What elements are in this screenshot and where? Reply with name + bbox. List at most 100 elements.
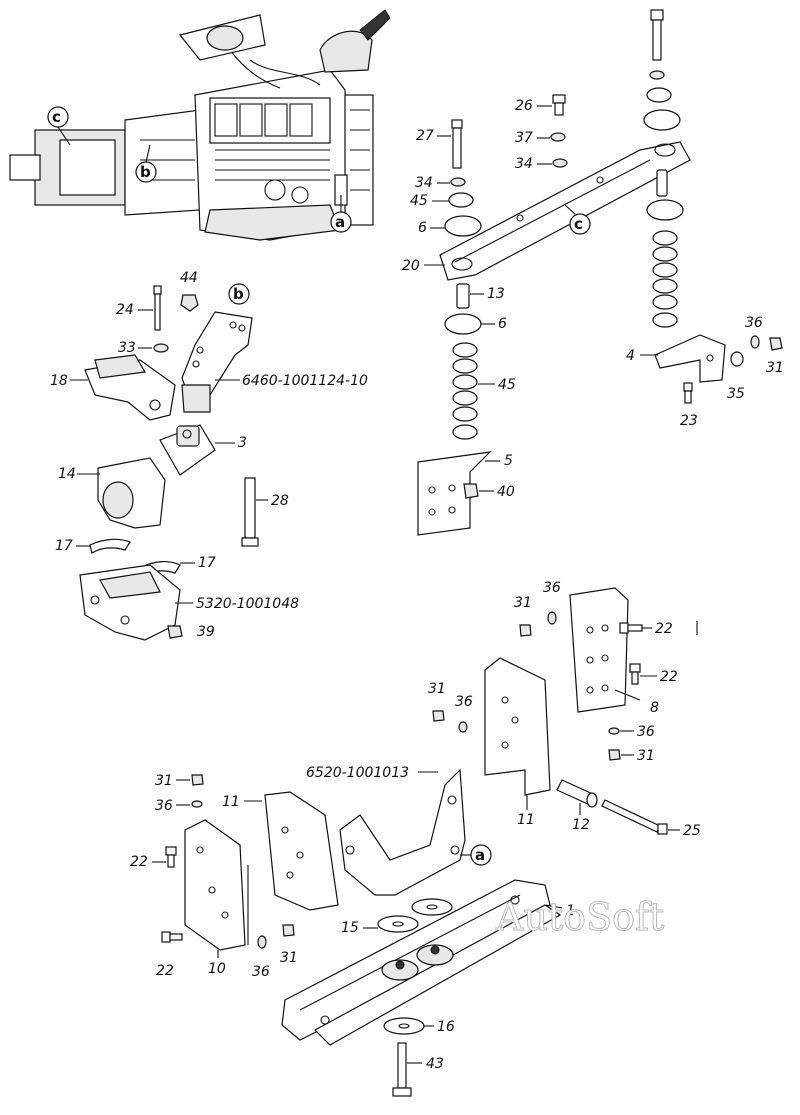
- cushion-6-top: 6: [418, 215, 482, 237]
- svg-text:6: 6: [418, 220, 427, 236]
- washer-37: 37: [515, 130, 566, 146]
- sleeve-12: 12: [556, 779, 598, 833]
- bolt-22-lower: 22: [629, 663, 678, 685]
- bracket-11-right: 11: [484, 657, 551, 828]
- bolt-22-upper: 22: [619, 621, 698, 637]
- svg-text:36: 36: [745, 315, 763, 331]
- bracket-5320: 5320-1001048: [79, 564, 299, 641]
- svg-text:31: 31: [766, 360, 784, 376]
- bolt-28: 28: [241, 477, 289, 547]
- svg-text:25: 25: [683, 823, 701, 839]
- svg-text:15: 15: [341, 920, 359, 936]
- callout-a-bracket: a: [460, 844, 492, 866]
- bracket-10: 10: [184, 819, 249, 977]
- svg-text:31: 31: [155, 773, 173, 789]
- bracket-8: 8: [569, 587, 659, 716]
- svg-text:23: 23: [680, 413, 698, 429]
- bolt-22-left-lower: 22: [156, 931, 183, 979]
- sleeve-13: 13: [456, 283, 505, 309]
- bolt-22-left-upper: 22: [130, 846, 177, 870]
- svg-text:1: 1: [566, 903, 575, 919]
- svg-text:6460-1001124-10: 6460-1001124-10: [242, 373, 368, 389]
- svg-text:13: 13: [487, 286, 505, 302]
- svg-text:20: 20: [402, 258, 420, 274]
- svg-text:12: 12: [572, 817, 590, 833]
- svg-text:10: 10: [208, 961, 226, 977]
- svg-text:36: 36: [637, 724, 655, 740]
- cushion-6-mid: 6: [444, 313, 507, 335]
- bracket-5: 5: [417, 451, 513, 536]
- washer-36-topright: 36: [745, 315, 763, 349]
- svg-text:22: 22: [655, 621, 673, 637]
- crossmember-20: 20: [402, 141, 691, 281]
- svg-text:16: 16: [437, 1019, 455, 1035]
- svg-text:36: 36: [543, 580, 561, 596]
- nut-39: 39: [167, 624, 215, 640]
- svg-text:4: 4: [626, 348, 635, 364]
- crossmember-1: 1: [281, 879, 575, 1046]
- svg-text:27: 27: [416, 128, 434, 144]
- svg-text:36: 36: [455, 694, 473, 710]
- nut-31-bottom: 31: [280, 924, 298, 966]
- svg-text:11: 11: [222, 794, 240, 810]
- svg-text:28: 28: [271, 493, 289, 509]
- svg-text:34: 34: [515, 156, 533, 172]
- svg-text:31: 31: [514, 595, 532, 611]
- svg-text:22: 22: [660, 669, 678, 685]
- bolt-43: 43: [392, 1042, 444, 1097]
- washer-16: 16: [383, 1017, 455, 1035]
- callout-b-bracket: b: [228, 283, 250, 305]
- nut-40: 40: [463, 483, 515, 500]
- support-14: 14: [58, 457, 166, 529]
- bracket-6520: 6520-1001013: [306, 765, 466, 896]
- nut-31-mid: 31: [428, 681, 446, 722]
- nut-44: 44: [180, 270, 199, 312]
- svg-text:43: 43: [426, 1056, 444, 1072]
- nut-31-right: 31: [608, 748, 655, 764]
- svg-text:31: 31: [280, 950, 298, 966]
- svg-text:22: 22: [156, 963, 174, 979]
- svg-text:b: b: [140, 163, 151, 181]
- callout-b-engine: b: [135, 144, 157, 183]
- svg-text:5320-1001048: 5320-1001048: [196, 596, 299, 612]
- svg-text:31: 31: [428, 681, 446, 697]
- svg-text:6: 6: [498, 316, 507, 332]
- washer-45-top: 45: [410, 192, 474, 209]
- svg-text:39: 39: [197, 624, 215, 640]
- nut-31-left: 31: [155, 773, 204, 789]
- svg-text:b: b: [233, 285, 244, 303]
- watermark: AutoSoft: [495, 895, 664, 939]
- svg-text:37: 37: [515, 130, 533, 146]
- svg-text:17: 17: [198, 555, 216, 571]
- bolt-27: 27: [416, 119, 463, 169]
- svg-text:17: 17: [55, 538, 73, 554]
- washer-15-pair: 15: [341, 898, 453, 936]
- washer-34-lower: 34: [415, 175, 466, 191]
- svg-text:33: 33: [118, 340, 136, 356]
- svg-text:11: 11: [517, 812, 535, 828]
- svg-text:45: 45: [410, 193, 428, 209]
- washer-36-right: 36: [608, 724, 655, 740]
- right-stack: [646, 169, 684, 328]
- svg-text:45: 45: [498, 377, 516, 393]
- washer-36-bottom: 36: [252, 935, 270, 980]
- svg-text:8: 8: [650, 700, 659, 716]
- svg-text:40: 40: [497, 484, 515, 500]
- clamp-17-left: 17: [55, 538, 131, 554]
- bolt-26: 26: [515, 94, 566, 116]
- bolt-top-right: [643, 9, 681, 131]
- svg-text:36: 36: [155, 798, 173, 814]
- nut-31-topright: 31: [766, 337, 784, 376]
- svg-text:14: 14: [58, 466, 76, 482]
- washer-36-mid-right: 36: [543, 580, 561, 625]
- svg-text:a: a: [475, 846, 485, 864]
- svg-text:a: a: [335, 213, 345, 231]
- svg-text:36: 36: [252, 964, 270, 980]
- washer-stack-45: 45: [452, 342, 516, 440]
- svg-text:26: 26: [515, 98, 533, 114]
- svg-text:22: 22: [130, 854, 148, 870]
- bracket-6460: 6460-1001124-10: [181, 311, 368, 413]
- svg-text:c: c: [574, 215, 583, 233]
- svg-text:24: 24: [116, 302, 134, 318]
